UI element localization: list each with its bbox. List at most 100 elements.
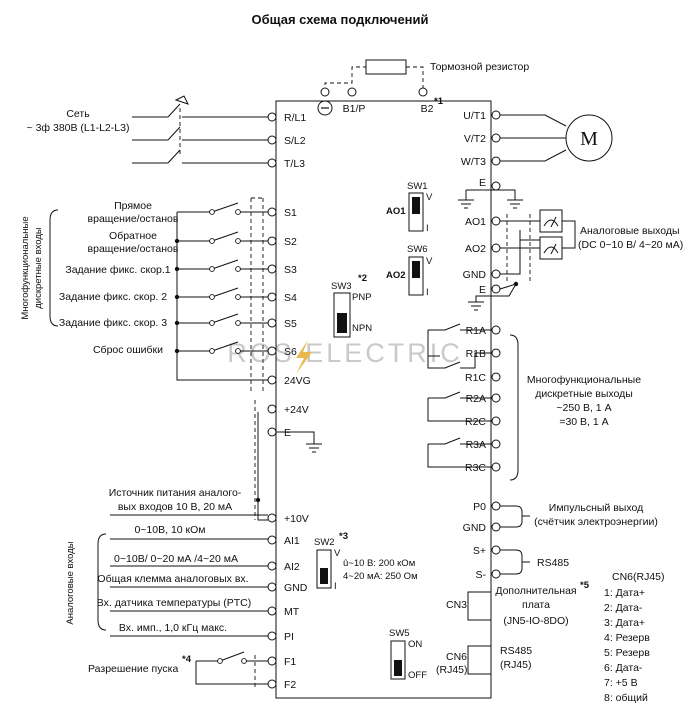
sw1-label: SW1: [407, 181, 428, 192]
analog-group-label: Аналоговые входы: [65, 541, 76, 624]
di-label-ms3: Задание фикс. скор. 3: [59, 317, 167, 329]
terminal-ao1: AO1: [465, 216, 486, 228]
rs485-label: RS485: [537, 557, 569, 569]
terminal-e-right-1: E: [479, 177, 486, 189]
relay-label-2: дискретные выходы: [535, 388, 633, 400]
terminal-r2c: R2C: [465, 416, 486, 428]
mt-label: Вх. датчика температуры (PTC): [97, 597, 252, 609]
terminal-mt: MT: [284, 606, 300, 618]
pi-label: Вх. имп., 1,0 кГц макс.: [119, 622, 227, 634]
motor-icon: [565, 114, 613, 162]
terminal-f1: F1: [284, 656, 296, 668]
sw2-i: I: [334, 581, 337, 592]
sw6-switch[interactable]: [408, 256, 424, 296]
terminal-gnd-p0: GND: [463, 522, 487, 534]
terminal-plus10v: +10V: [284, 513, 309, 525]
note-2: *2: [358, 273, 367, 284]
ai-psu-label-1: Источник питания аналого-: [109, 487, 242, 499]
output-terminals: [491, 110, 501, 166]
mains-label: Сеть: [66, 108, 90, 120]
watermark: ROS ELECTRIC: [227, 338, 463, 368]
terminal-r3c: R3C: [465, 462, 486, 474]
cn6-rj45: (RJ45): [436, 664, 468, 676]
digital-group-label-2: дискретные входы: [33, 227, 44, 309]
relay-label-1: Многофункциональные: [527, 374, 641, 386]
relay-label-4: =30 В, 1 А: [559, 416, 608, 428]
terminal-s1: S1: [284, 207, 297, 219]
terminal-e-left: E: [284, 427, 291, 439]
terminal-s6: S6: [284, 346, 297, 358]
sw3-switch[interactable]: [333, 292, 351, 338]
terminal-r1c: R1C: [465, 372, 486, 384]
di-label-fwd-1: Прямое: [114, 200, 152, 212]
analog-terminals: [267, 513, 277, 689]
terminal-s2: S2: [284, 236, 297, 248]
terminal-r2a: R2A: [466, 393, 486, 405]
sw6-label: SW6: [407, 244, 428, 255]
sw5-label: SW5: [389, 628, 410, 639]
terminal-24vg: 24VG: [284, 375, 311, 387]
terminal-rl1: R/L1: [284, 112, 306, 124]
di-label-reset: Сброс ошибки: [93, 344, 163, 356]
pinout-6: 6: Дата-: [604, 662, 643, 674]
brake-resistor-label: Тормозной резистор: [430, 61, 529, 73]
terminal-e-right-2: E: [479, 284, 486, 296]
terminal-r1a: R1A: [466, 325, 486, 337]
di-label-rev-2: вращение/останов: [88, 243, 179, 255]
terminal-f2: F2: [284, 679, 296, 691]
terminal-gnd-left: GND: [284, 582, 308, 594]
terminal-tl3: T/L3: [284, 158, 305, 170]
pinout-1: 1: Дата+: [604, 587, 645, 599]
brake-resistor: [365, 59, 407, 75]
terminal-plus24v: +24V: [284, 404, 309, 416]
note-5: *5: [580, 580, 590, 591]
terminal-b1p: B1/P: [343, 103, 366, 115]
note-4: *4: [182, 654, 192, 665]
pinout-8: 8: общий: [604, 692, 648, 704]
di-label-ms1: Задание фикс. скор.1: [65, 264, 170, 276]
sw5-off: OFF: [408, 670, 427, 681]
cn6-label: CN6: [446, 651, 467, 663]
sw5-switch[interactable]: [390, 640, 406, 680]
terminal-sl2: S/L2: [284, 135, 306, 147]
terminal-r1b: R1B: [466, 348, 486, 360]
terminal-s-minus: S-: [476, 569, 487, 581]
sw2-switch[interactable]: [316, 549, 332, 589]
cn6-pinout: CN6(RJ45) 1: Дата+ 2: Дата- 3: Дата+ 4: …: [604, 571, 665, 704]
meter-ao2-icon: [539, 236, 563, 260]
option-board-2: плата: [522, 599, 550, 611]
terminal-wt3: W/T3: [461, 156, 486, 168]
digital-terminals: [267, 207, 277, 437]
sw5-on: ON: [408, 639, 422, 650]
pulse-output-label-2: (счётчик электроэнергии): [534, 516, 658, 528]
watermark-bolt-icon: [296, 340, 312, 374]
terminal-s4: S4: [284, 292, 297, 304]
di-label-fwd-2: вращение/останов: [88, 213, 179, 225]
sw3-pnp: PNP: [352, 292, 372, 303]
relay-contacts: [427, 323, 492, 468]
enable-label: Разрешение пуска: [88, 663, 178, 675]
ai2-label: 0~10В/ 0~20 мА /4~20 мА: [114, 553, 238, 565]
relay-label-3: ~250 В, 1 А: [556, 402, 611, 414]
ao1-switch-label: AO1: [386, 206, 406, 217]
pinout-5: 5: Резерв: [604, 647, 650, 659]
terminal-gnd-ao: GND: [463, 269, 487, 281]
ao-terminals: [491, 181, 501, 294]
cn3-connector: [467, 591, 492, 621]
pinout-7: 7: +5 В: [604, 677, 638, 689]
rs485-rj45-1: RS485: [500, 645, 532, 657]
pinout-4: 4: Резерв: [604, 632, 650, 644]
sw1-switch[interactable]: [408, 192, 424, 232]
sw6-i: I: [426, 287, 429, 298]
pinout-2: 2: Дата-: [604, 602, 643, 614]
sw2-v: V: [334, 548, 341, 559]
terminal-p0: P0: [473, 501, 486, 513]
terminal-b2: B2: [421, 103, 434, 115]
sw1-i: I: [426, 223, 429, 234]
digital-group-label-1: Многофункциональные: [20, 216, 31, 319]
meter-ao1-icon: [539, 209, 563, 233]
terminal-ai2: AI2: [284, 561, 300, 573]
option-board-1: Дополнительная: [495, 585, 576, 597]
mains-spec: ~ 3ф 380В (L1-L2-L3): [27, 122, 130, 134]
analog-outputs-label-2: (DC 0~10 В/ 4~20 мА): [578, 239, 683, 251]
